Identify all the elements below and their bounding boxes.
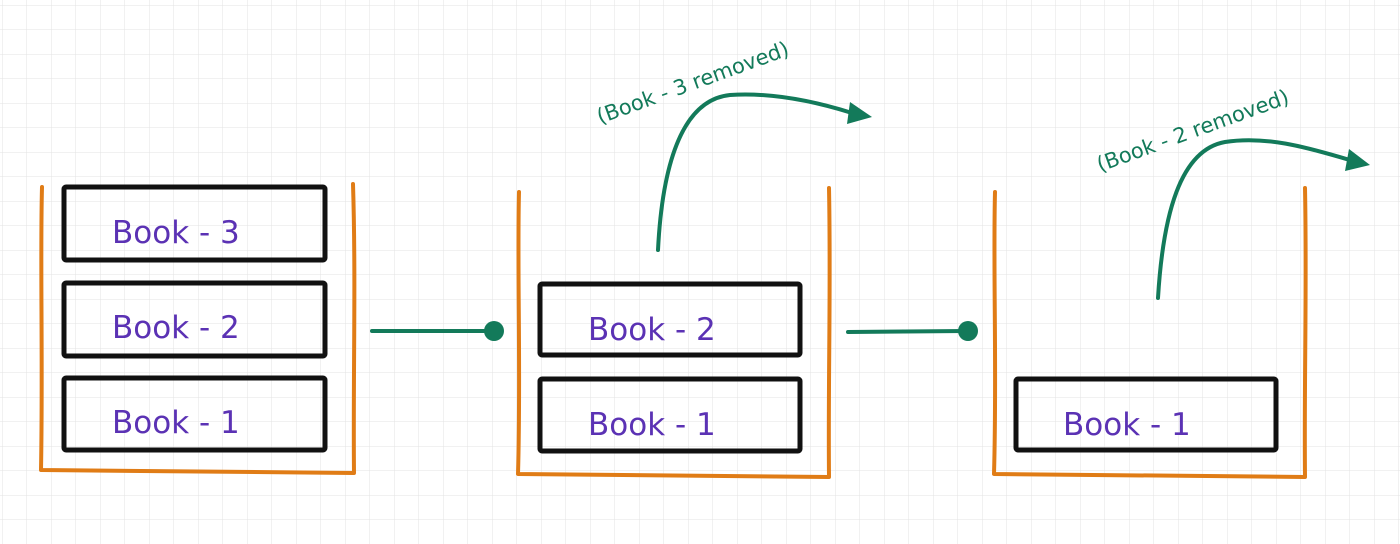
stack-2: Book - 2 Book - 1 bbox=[516, 186, 832, 479]
book-card: Book - 1 bbox=[1013, 376, 1279, 453]
book-label: Book - 3 bbox=[112, 215, 240, 251]
book-card: Book - 1 bbox=[537, 376, 803, 454]
connector-line bbox=[846, 329, 968, 334]
removal-arrow-curve bbox=[656, 92, 854, 252]
arrowhead-icon bbox=[1345, 149, 1370, 171]
connector-1-2 bbox=[370, 321, 504, 341]
arrowhead-icon bbox=[847, 102, 872, 124]
book-label: Book - 1 bbox=[588, 407, 716, 443]
stack-3-container bbox=[992, 186, 1308, 479]
stack-3: Book - 1 bbox=[992, 186, 1308, 479]
stack-1: Book - 3 Book - 2 Book - 1 bbox=[39, 182, 357, 475]
book-card-box bbox=[537, 281, 803, 358]
connector-dot bbox=[484, 321, 504, 341]
book-label: Book - 2 bbox=[112, 310, 240, 346]
book-label: Book - 1 bbox=[112, 405, 240, 441]
book-card-box bbox=[61, 280, 328, 359]
removal-arrow-curve bbox=[1156, 138, 1352, 300]
stack-2-container bbox=[516, 186, 832, 479]
book-card: Book - 2 bbox=[61, 280, 328, 359]
book-card-box bbox=[537, 376, 803, 454]
stack-1-container bbox=[39, 182, 357, 475]
book-card-box bbox=[1013, 376, 1279, 453]
book-label: Book - 2 bbox=[588, 312, 716, 348]
book-card-box bbox=[61, 375, 328, 453]
connector-dot bbox=[958, 321, 978, 341]
book-card: Book - 3 bbox=[61, 184, 328, 263]
book-label: Book - 1 bbox=[1063, 407, 1191, 443]
book-card: Book - 1 bbox=[61, 375, 328, 453]
book-card: Book - 2 bbox=[537, 281, 803, 358]
connector-2-3 bbox=[846, 321, 978, 341]
book-card-box bbox=[61, 184, 328, 263]
